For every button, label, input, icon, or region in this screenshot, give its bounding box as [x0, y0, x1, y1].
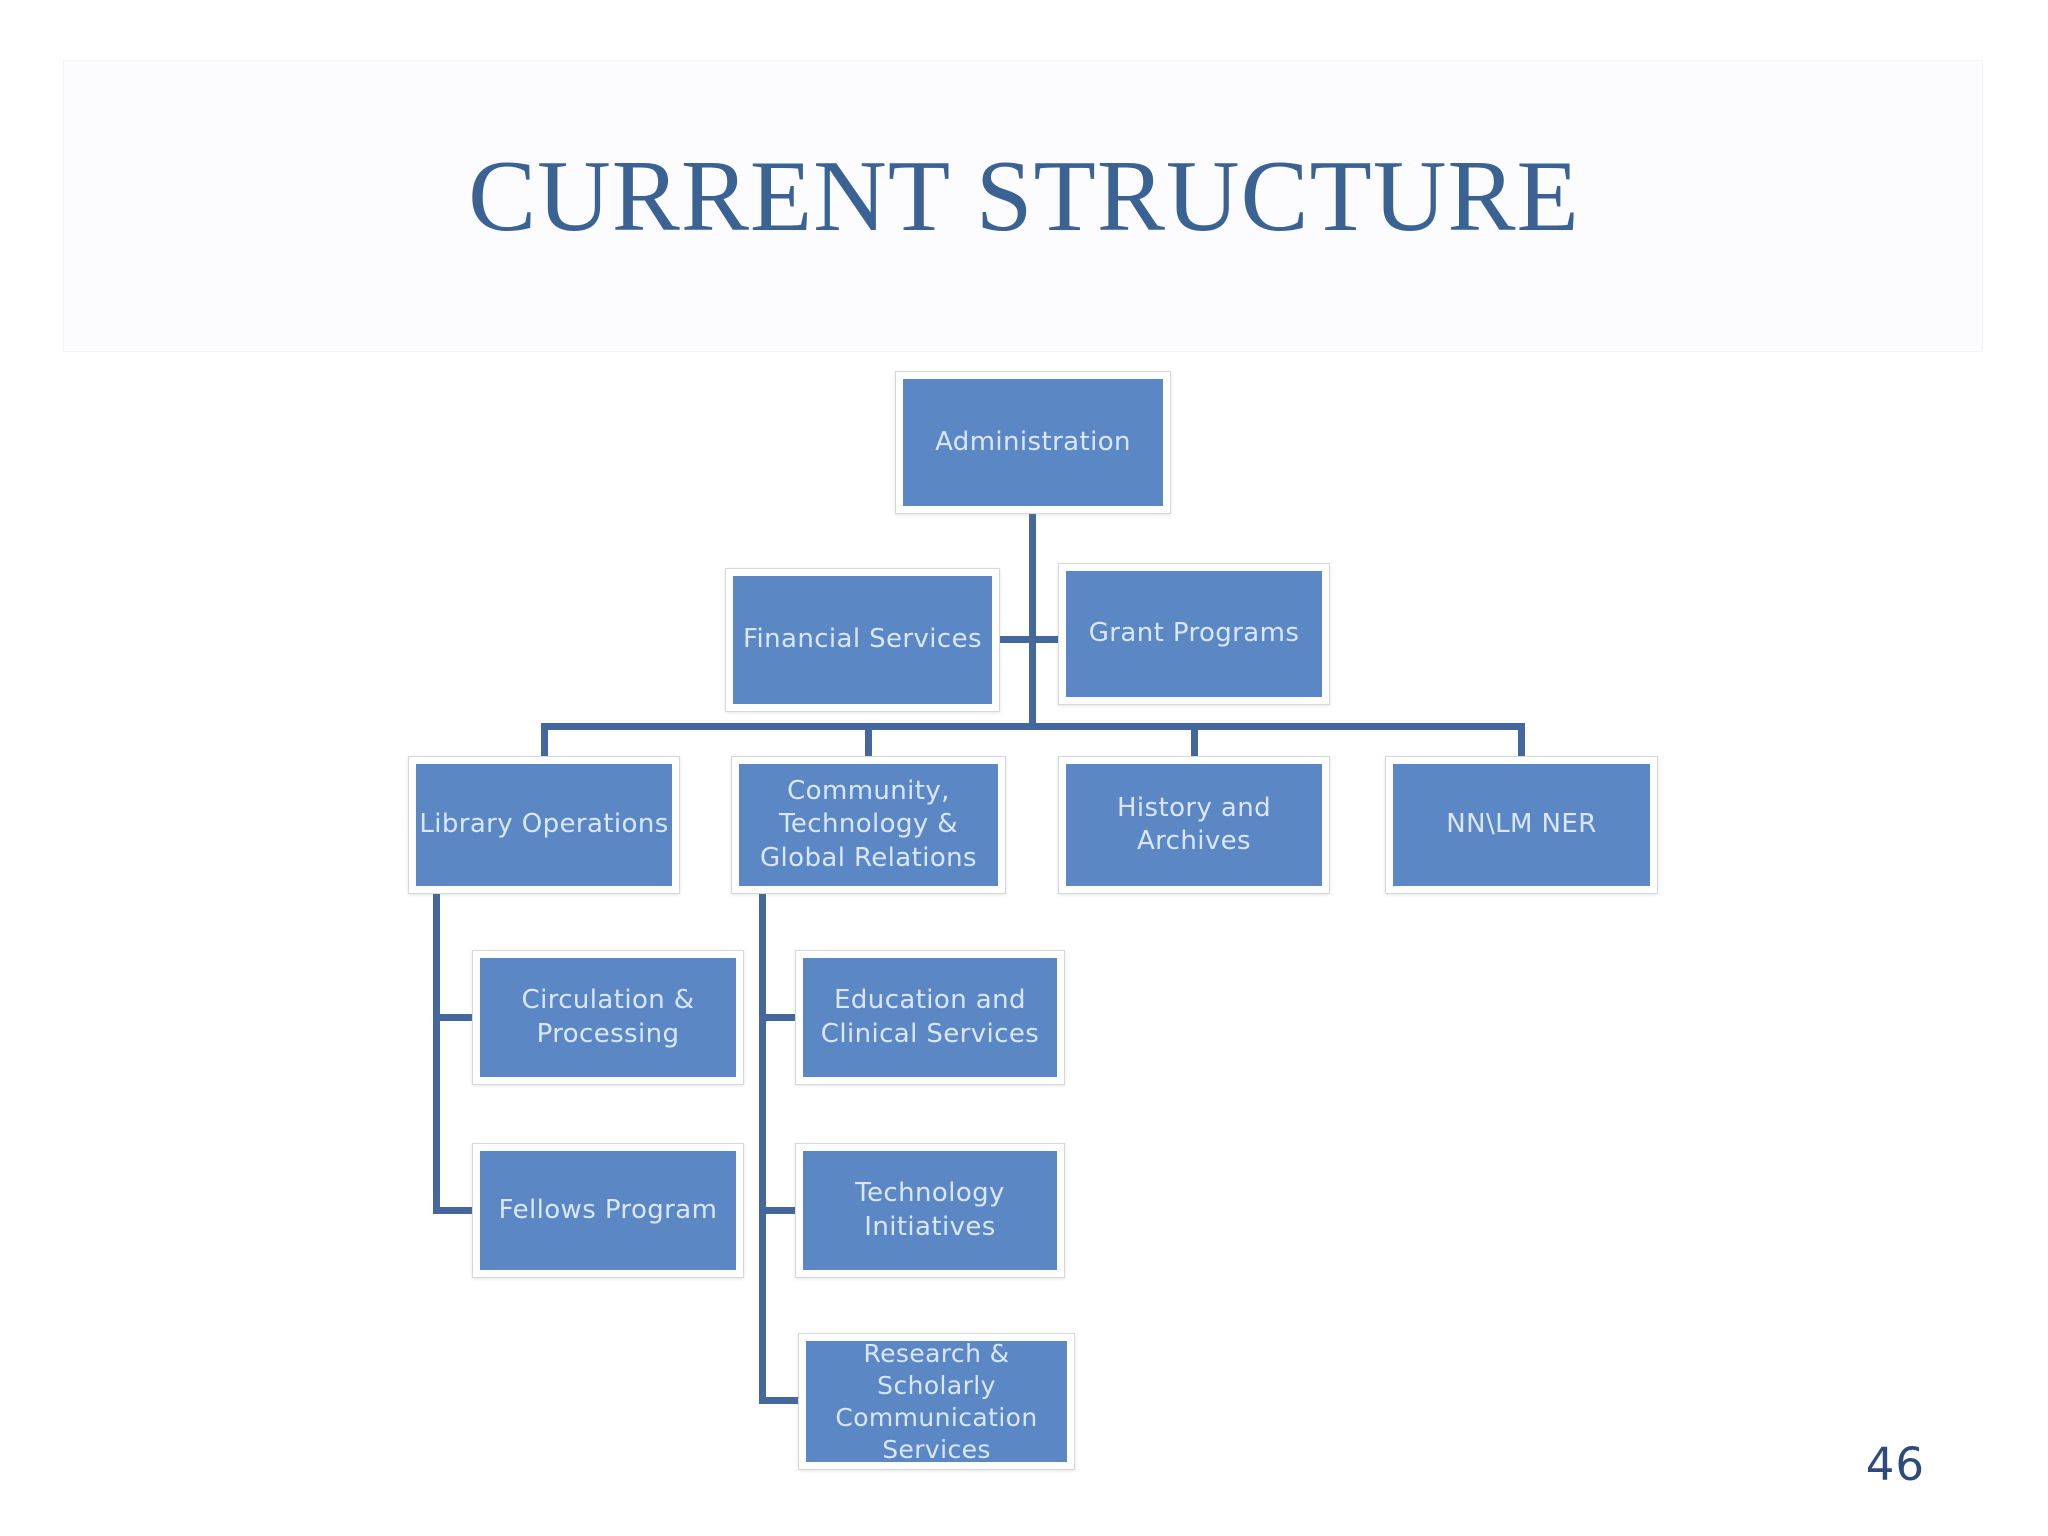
org-node-community-technology-global-relations-label: Community, Technology & Global Relations	[739, 764, 998, 886]
org-node-history-and-archives: History and Archives	[1058, 756, 1330, 894]
org-node-circulation-processing-label: Circulation & Processing	[480, 958, 736, 1077]
connector-admin-vertical	[1029, 512, 1036, 730]
connector-community-hang	[759, 894, 766, 1404]
org-node-financial-services: Financial Services	[725, 568, 1000, 712]
connector-drop-nnlm	[1518, 723, 1525, 756]
org-node-administration-label: Administration	[903, 379, 1163, 506]
org-node-library-operations: Library Operations	[408, 756, 680, 894]
connector-technology-stub	[759, 1207, 802, 1214]
connector-library-hang	[433, 894, 440, 1214]
connector-financial-stub	[998, 636, 1030, 643]
connector-research-stub	[759, 1397, 805, 1404]
connector-drop-history	[1191, 723, 1198, 756]
connector-education-stub	[759, 1014, 802, 1021]
org-node-research-scholarly-communication-services: Research & Scholarly Communication Servi…	[798, 1333, 1075, 1470]
org-node-nnlm-ner: NN\LM NER	[1385, 756, 1658, 894]
org-node-fellows-program: Fellows Program	[472, 1143, 744, 1278]
connector-drop-community	[865, 723, 872, 756]
org-node-technology-initiatives-label: Technology Initiatives	[803, 1151, 1057, 1270]
org-node-technology-initiatives: Technology Initiatives	[795, 1143, 1065, 1278]
org-node-library-operations-label: Library Operations	[416, 764, 672, 886]
org-node-grant-programs: Grant Programs	[1058, 563, 1330, 705]
org-node-administration: Administration	[895, 371, 1171, 514]
org-node-grant-programs-label: Grant Programs	[1066, 571, 1322, 697]
connector-grant-stub	[1035, 636, 1059, 643]
org-node-community-technology-global-relations: Community, Technology & Global Relations	[731, 756, 1006, 894]
connector-drop-library	[541, 723, 548, 756]
slide-title: CURRENT STRUCTURE	[468, 140, 1580, 253]
connector-level3-bus	[541, 723, 1525, 730]
org-node-education-and-clinical-services: Education and Clinical Services	[795, 950, 1065, 1085]
org-node-nnlm-ner-label: NN\LM NER	[1393, 764, 1650, 886]
page-number: 46	[1865, 1438, 1925, 1491]
org-node-financial-services-label: Financial Services	[733, 576, 992, 704]
org-node-fellows-program-label: Fellows Program	[480, 1151, 736, 1270]
org-node-research-scholarly-communication-services-label: Research & Scholarly Communication Servi…	[806, 1339, 1067, 1464]
org-node-education-and-clinical-services-label: Education and Clinical Services	[803, 958, 1057, 1077]
title-banner	[63, 60, 1983, 352]
org-node-history-and-archives-label: History and Archives	[1066, 764, 1322, 886]
connector-fellows-stub	[433, 1207, 479, 1214]
org-node-circulation-processing: Circulation & Processing	[472, 950, 744, 1085]
connector-circulation-stub	[433, 1014, 479, 1021]
